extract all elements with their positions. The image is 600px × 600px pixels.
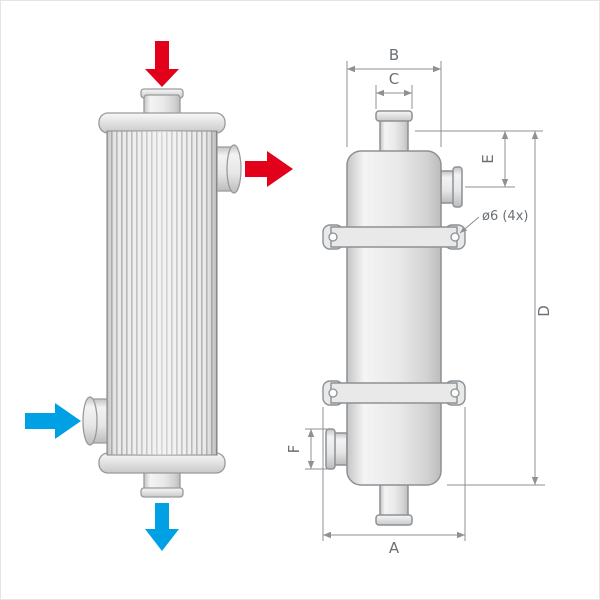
- hot-inlet-arrow-down: [145, 41, 179, 87]
- bracket-hole: [328, 388, 338, 398]
- dimension-F: [305, 428, 327, 470]
- drawing-top-neck-rim: [375, 110, 413, 122]
- illustration-bottom-cap: [98, 452, 226, 474]
- drawing-bottom-neck: [379, 480, 409, 520]
- dim-label-D: D: [535, 305, 553, 317]
- dimension-D: [447, 131, 545, 486]
- dim-label-B: B: [389, 46, 399, 64]
- drawing-upper-bracket: [322, 224, 466, 250]
- dim-label-F: F: [285, 445, 303, 454]
- illustration-outlet-port-right-flange: [226, 144, 242, 194]
- dimension-E: [415, 130, 543, 188]
- dimension-B: [346, 61, 442, 147]
- drawing-bottom-neck-rim: [375, 514, 413, 526]
- dimension-drawing-view: B C E D F: [285, 46, 553, 557]
- bracket-hole: [450, 232, 460, 242]
- bracket-hole: [450, 388, 460, 398]
- drawing-left-port-flange: [325, 428, 336, 470]
- dim-label-E: E: [479, 154, 497, 163]
- dim-label-A: A: [389, 539, 400, 557]
- hole-annotation-leader: [459, 216, 480, 234]
- illustration-top-cap: [98, 112, 226, 134]
- hot-outlet-arrow-right: [245, 151, 293, 187]
- illustration-bottom-port-rim: [140, 487, 184, 498]
- illustration-body-shading: [107, 131, 217, 455]
- flow-illustration-view: [25, 41, 293, 551]
- drawing-right-port-flange: [452, 166, 463, 208]
- cold-inlet-arrow-right: [25, 403, 81, 439]
- dimension-C: [375, 85, 413, 109]
- cold-outlet-arrow-down: [145, 503, 179, 551]
- drawing-lower-bracket: [322, 380, 466, 406]
- hole-annotation-text: ø6 (4x): [482, 209, 528, 224]
- bracket-hole: [328, 232, 338, 242]
- dimension-A: [322, 407, 466, 541]
- drawing-vessel-body: [346, 150, 442, 486]
- illustration-inlet-port-left-flange: [82, 396, 98, 446]
- dim-label-C: C: [389, 70, 399, 88]
